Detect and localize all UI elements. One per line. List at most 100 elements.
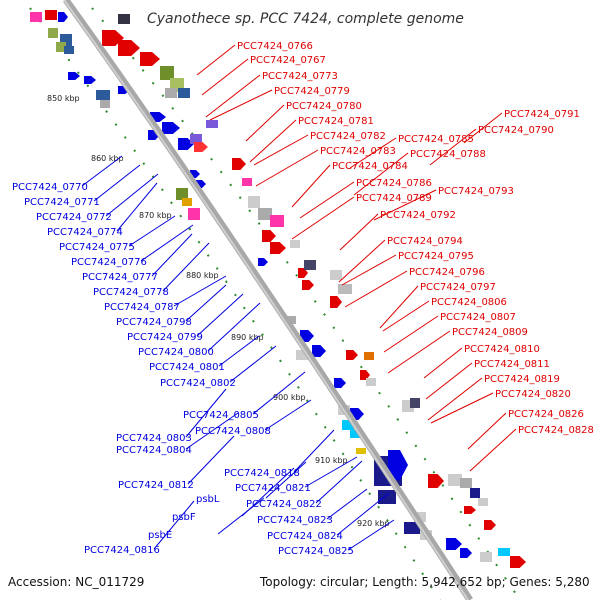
gene-label-right[interactable]: PCC7424_0786 — [356, 178, 432, 189]
gene-feature[interactable] — [242, 178, 252, 186]
gene-feature[interactable] — [48, 28, 58, 38]
gene-feature[interactable] — [30, 12, 42, 22]
gene-label-left[interactable]: PCC7424_0805 — [183, 410, 259, 421]
gene-feature[interactable] — [194, 142, 208, 152]
gene-label-left[interactable]: PCC7424_0771 — [24, 197, 100, 208]
gene-feature[interactable] — [498, 548, 510, 556]
gene-feature[interactable] — [68, 72, 80, 80]
gene-label-left[interactable]: PCC7424_0821 — [235, 483, 311, 494]
gene-label-left[interactable]: PCC7424_0801 — [149, 362, 225, 373]
gene-feature[interactable] — [448, 474, 462, 486]
gene-label-left[interactable]: PCC7424_0825 — [278, 546, 354, 557]
gene-feature[interactable] — [510, 556, 526, 568]
gene-feature[interactable] — [165, 88, 177, 98]
gene-feature[interactable] — [96, 90, 110, 100]
gene-feature[interactable] — [160, 66, 174, 80]
gene-feature[interactable] — [478, 498, 488, 506]
gene-feature[interactable] — [330, 270, 342, 280]
gene-label-right[interactable]: PCC7424_0785 — [398, 134, 474, 145]
gene-feature[interactable] — [350, 430, 360, 438]
gene-label-right[interactable]: PCC7424_0781 — [298, 116, 374, 127]
gene-feature[interactable] — [296, 350, 308, 360]
gene-feature[interactable] — [270, 215, 284, 227]
gene-label-left[interactable]: PCC7424_0770 — [12, 182, 88, 193]
gene-label-left[interactable]: PCC7424_0822 — [246, 499, 322, 510]
gene-feature[interactable] — [404, 522, 420, 534]
gene-label-right[interactable]: PCC7424_0790 — [478, 125, 554, 136]
gene-label-right[interactable]: PCC7424_0767 — [250, 55, 326, 66]
gene-label-right[interactable]: PCC7424_0788 — [410, 149, 486, 160]
gene-label-left[interactable]: PCC7424_0776 — [71, 257, 147, 268]
gene-feature[interactable] — [346, 350, 358, 360]
gene-label-left[interactable]: PCC7424_0774 — [47, 227, 123, 238]
gene-feature[interactable] — [484, 520, 496, 530]
gene-label-left[interactable]: PCC7424_0803 — [116, 433, 192, 444]
gene-label-left[interactable]: PCC7424_0818 — [224, 468, 300, 479]
gene-label-left[interactable]: PCC7424_0808 — [195, 426, 271, 437]
gene-label-left[interactable]: PCC7424_0775 — [59, 242, 135, 253]
gene-label-right[interactable]: PCC7424_0791 — [504, 109, 580, 120]
gene-label-right[interactable]: PCC7424_0766 — [237, 41, 313, 52]
gene-feature[interactable] — [232, 158, 246, 170]
gene-feature[interactable] — [58, 12, 68, 22]
gene-feature[interactable] — [300, 330, 314, 342]
gene-label-left[interactable]: PCC7424_0804 — [116, 445, 192, 456]
gene-feature[interactable] — [480, 552, 492, 562]
gene-feature[interactable] — [330, 296, 342, 308]
gene-label-right[interactable]: PCC7424_0793 — [438, 186, 514, 197]
gene-feature[interactable] — [84, 76, 96, 84]
gene-label-left[interactable]: PCC7424_0800 — [138, 347, 214, 358]
gene-feature[interactable] — [118, 40, 140, 56]
gene-feature[interactable] — [258, 208, 272, 220]
gene-feature[interactable] — [460, 548, 472, 558]
gene-feature[interactable] — [258, 258, 268, 266]
gene-feature[interactable] — [118, 14, 130, 24]
gene-label-right[interactable]: PCC7424_0828 — [518, 425, 594, 436]
gene-label-left[interactable]: PCC7424_0816 — [84, 545, 160, 556]
gene-label-right[interactable]: PCC7424_0773 — [262, 71, 338, 82]
gene-label-right[interactable]: PCC7424_0806 — [431, 297, 507, 308]
gene-label-right[interactable]: PCC7424_0784 — [332, 161, 408, 172]
gene-feature[interactable] — [302, 280, 314, 290]
gene-feature[interactable] — [176, 188, 188, 200]
gene-feature[interactable] — [290, 240, 300, 248]
gene-feature[interactable] — [312, 345, 326, 357]
gene-label-right[interactable]: PCC7424_0810 — [464, 344, 540, 355]
gene-feature[interactable] — [100, 100, 110, 108]
gene-feature[interactable] — [338, 284, 352, 294]
gene-label-left[interactable]: PCC7424_0777 — [82, 272, 158, 283]
gene-label-right[interactable]: PCC7424_0796 — [409, 267, 485, 278]
gene-feature[interactable] — [428, 474, 444, 488]
gene-feature[interactable] — [360, 370, 370, 380]
gene-label-right[interactable]: PCC7424_0792 — [380, 210, 456, 221]
gene-label-left[interactable]: PCC7424_0823 — [257, 515, 333, 526]
gene-feature[interactable] — [410, 398, 420, 408]
gene-label-right[interactable]: PCC7424_0780 — [286, 101, 362, 112]
gene-label-right[interactable]: PCC7424_0820 — [495, 389, 571, 400]
gene-label-right[interactable]: PCC7424_0795 — [398, 251, 474, 262]
gene-feature[interactable] — [342, 420, 354, 430]
gene-feature[interactable] — [56, 42, 66, 52]
gene-feature[interactable] — [178, 88, 190, 98]
gene-label-left[interactable]: PCC7424_0802 — [160, 378, 236, 389]
gene-feature[interactable] — [45, 10, 57, 20]
gene-label-left[interactable]: psbF — [172, 512, 196, 523]
gene-feature[interactable] — [304, 260, 316, 270]
gene-label-left[interactable]: psbL — [196, 494, 220, 505]
gene-label-left[interactable]: psbE — [148, 530, 172, 541]
gene-feature[interactable] — [366, 378, 376, 386]
gene-label-right[interactable]: PCC7424_0779 — [274, 86, 350, 97]
gene-feature[interactable] — [188, 208, 200, 220]
gene-label-left[interactable]: PCC7424_0772 — [36, 212, 112, 223]
gene-feature[interactable] — [206, 120, 218, 128]
gene-feature[interactable] — [248, 196, 260, 208]
gene-label-left[interactable]: PCC7424_0824 — [267, 531, 343, 542]
gene-feature[interactable] — [446, 538, 462, 550]
gene-label-right[interactable]: PCC7424_0789 — [356, 193, 432, 204]
gene-label-right[interactable]: PCC7424_0811 — [474, 359, 550, 370]
gene-feature[interactable] — [460, 478, 472, 488]
gene-label-right[interactable]: PCC7424_0807 — [440, 312, 516, 323]
gene-label-right[interactable]: PCC7424_0782 — [310, 131, 386, 142]
gene-label-right[interactable]: PCC7424_0794 — [387, 236, 463, 247]
gene-feature[interactable] — [356, 448, 366, 454]
